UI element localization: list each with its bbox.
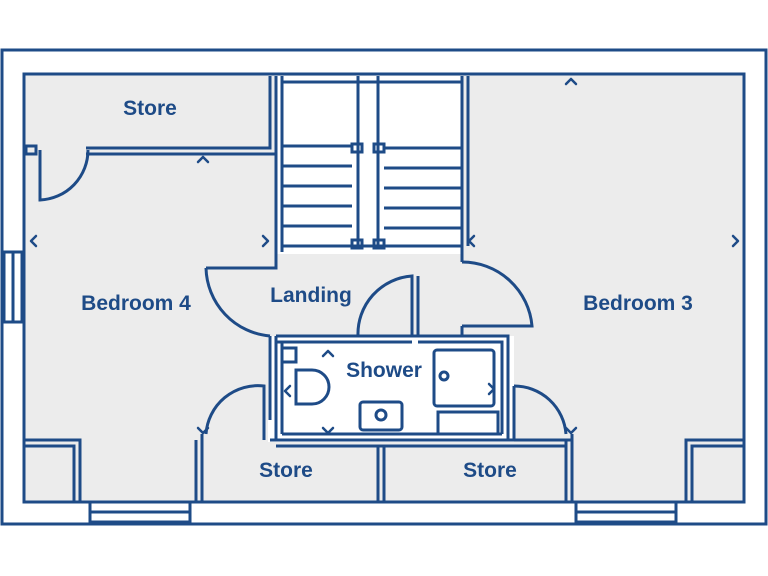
chevron-right-icon xyxy=(487,382,496,396)
shower-room-wall xyxy=(418,340,504,434)
store-left-label: Store xyxy=(259,459,313,482)
door-jamb xyxy=(24,144,38,156)
chevron-right-icon xyxy=(261,234,270,248)
store-top-label: Store xyxy=(123,97,177,120)
door-swing-icon xyxy=(461,260,534,328)
landing-label: Landing xyxy=(270,284,352,307)
chevron-up-icon xyxy=(564,77,578,86)
closet-right xyxy=(684,438,744,502)
chevron-right-icon xyxy=(731,234,740,248)
shower-room-wall xyxy=(418,334,510,440)
chevron-up-icon xyxy=(196,155,210,164)
chevron-left-icon xyxy=(29,234,38,248)
store-top-wall xyxy=(86,76,272,150)
newel-post xyxy=(350,238,364,250)
closet-left xyxy=(24,444,76,502)
toilet-icon xyxy=(280,346,298,364)
door-swing-icon xyxy=(38,149,90,202)
chevron-left-icon xyxy=(467,234,476,248)
shower-tray-icon xyxy=(438,370,450,382)
bedroom3-label: Bedroom 3 xyxy=(583,292,693,315)
shower-screen xyxy=(436,410,500,436)
door-swing-icon xyxy=(204,266,278,338)
chevron-down-icon xyxy=(321,426,335,435)
door-swing-icon xyxy=(513,384,568,435)
bedroom4-label: Bedroom 4 xyxy=(81,292,191,315)
newel-post xyxy=(350,142,364,154)
shower-room-floor xyxy=(268,336,514,442)
basin-icon xyxy=(374,408,388,422)
toilet-icon xyxy=(294,368,331,406)
closet-right xyxy=(690,444,744,502)
shower-tray-icon xyxy=(432,348,496,408)
basin-icon xyxy=(358,400,404,432)
door-swing-icon xyxy=(356,274,414,337)
chevron-left-icon xyxy=(283,384,292,398)
store-right-label: Store xyxy=(463,459,517,482)
newel-post xyxy=(372,238,386,250)
chevron-down-icon xyxy=(196,426,210,435)
chevron-down-icon xyxy=(564,426,578,435)
closet-left xyxy=(24,438,82,502)
chevron-up-icon xyxy=(321,349,335,358)
door-swing-icon xyxy=(204,384,266,440)
shower-label: Shower xyxy=(346,359,422,382)
